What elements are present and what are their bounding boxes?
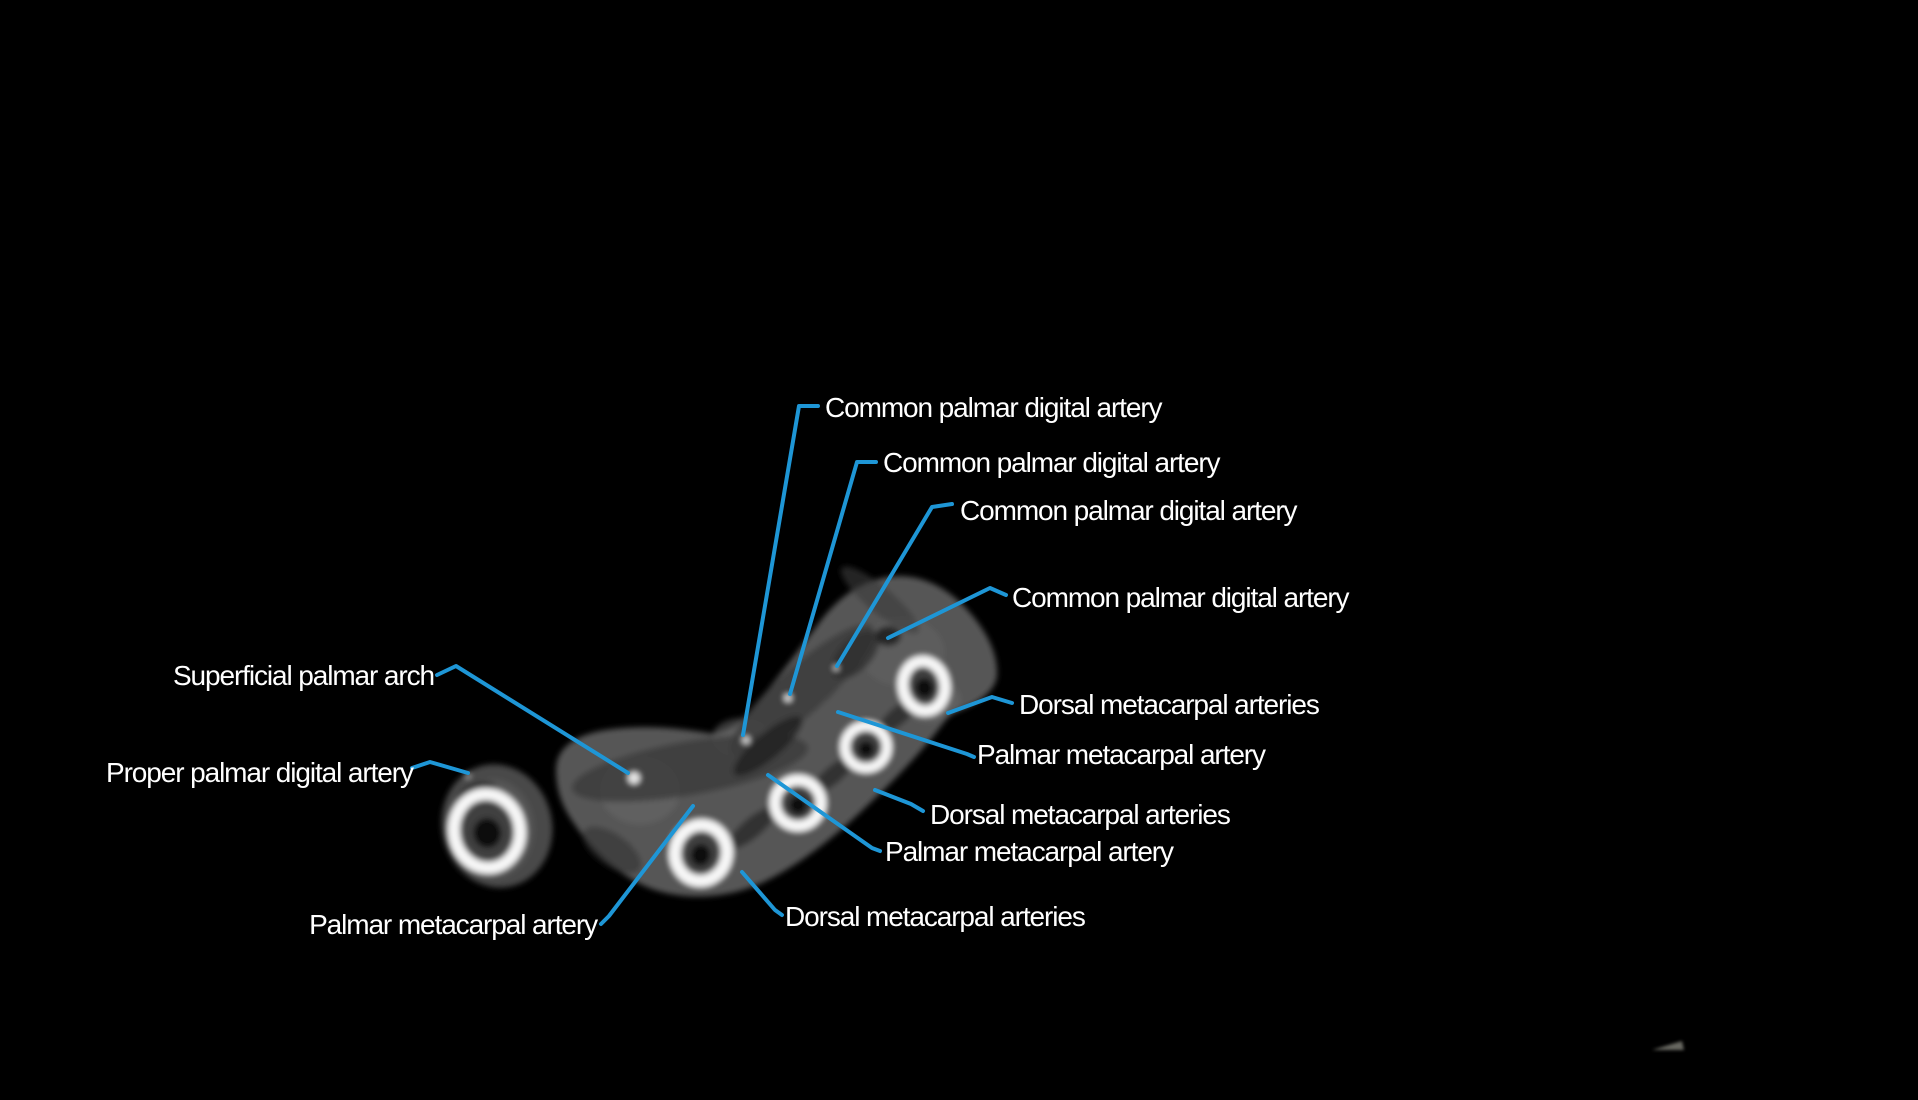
palmar-metacarpal-artery-2-leader-line <box>766 773 882 853</box>
common-palmar-digital-artery-1-leader-line <box>741 404 820 737</box>
ct-anatomy-group <box>441 566 998 897</box>
tissue-shadow <box>840 566 920 634</box>
bones-layer <box>447 655 951 887</box>
palmar-metacarpal-artery-1-leader-line <box>836 710 976 759</box>
metacarpal-3-bone-medullary-cavity <box>858 741 874 757</box>
leader-lines-layer <box>410 404 1014 926</box>
palmar-metacarpal-artery-3-leader-line <box>599 804 695 926</box>
common-palmar-digital-artery-2-leader-line <box>788 460 878 696</box>
metacarpal-2-bone <box>897 655 951 717</box>
metacarpal-5-bone <box>668 819 734 887</box>
artifact-smudge <box>1652 1041 1684 1050</box>
tissue-shadow <box>812 756 854 794</box>
superficial-palmar-arch-vessel-dot <box>628 772 640 784</box>
thumb-phalanx-bone <box>447 788 527 874</box>
common-palmar-digital-artery-3-leader-line <box>835 502 954 668</box>
dorsal-metacarpal-arteries-1-leader-line <box>946 695 1014 715</box>
tissue-shadow <box>728 807 776 849</box>
common-palmar-digital-artery-4-leader-line <box>886 586 1008 640</box>
tissue-shadow <box>733 716 803 776</box>
metacarpal-5-bone-medullary-cavity <box>690 843 711 866</box>
superficial-palmar-arch-leader-line <box>435 664 630 775</box>
dorsal-metacarpal-arteries-3-leader-line <box>740 870 784 917</box>
dorsal-metacarpal-arteries-2-leader-line <box>873 788 925 813</box>
proper-palmar-digital-artery-leader-line <box>410 760 470 775</box>
metacarpal-2-bone-medullary-cavity <box>915 677 934 698</box>
artery-dots-layer <box>465 665 839 784</box>
thumb-phalanx-bone-medullary-cavity <box>473 817 502 848</box>
common-palmar-digital-vessel-dot-1 <box>742 736 750 744</box>
tissue-shadow <box>582 826 642 874</box>
metacarpal-3-bone <box>840 721 892 773</box>
tissue-shadow <box>830 630 880 680</box>
